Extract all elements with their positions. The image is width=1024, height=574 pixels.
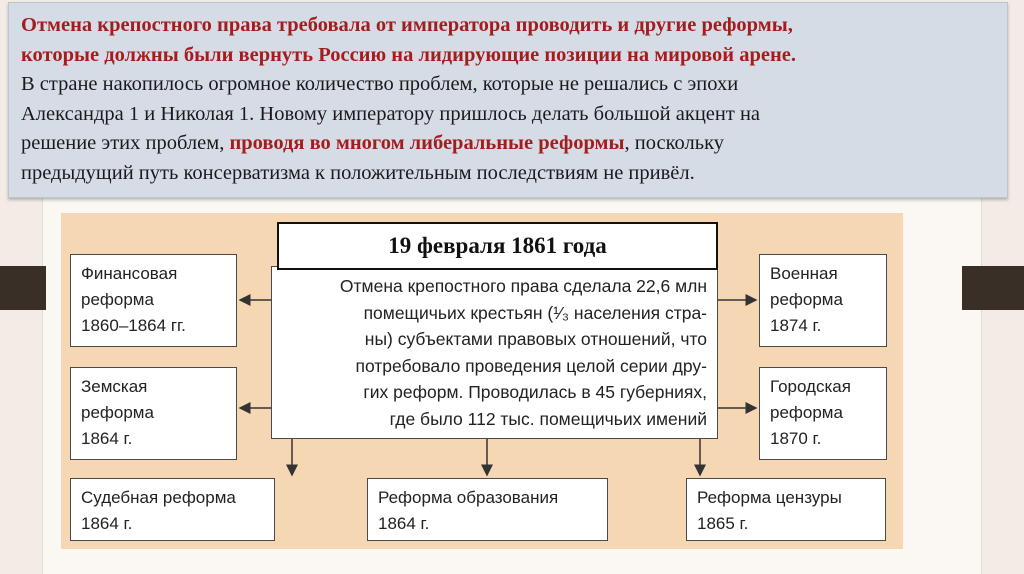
box-line: реформа (770, 403, 843, 422)
box-line: 1865 г. (697, 514, 749, 533)
box-line: 1864 г. (81, 429, 133, 448)
box-line: Городская (770, 377, 851, 396)
box-line: 1860–1864 гг. (81, 316, 186, 335)
text-line-5a: решение этих проблем, (21, 132, 230, 154)
box-line: Реформа образования (378, 488, 559, 507)
box-line: 1874 г. (770, 316, 822, 335)
military-reform-box: Военная реформа 1874 г. (759, 254, 887, 347)
center-line: потребовало проведения целой серии дру- (355, 355, 707, 376)
box-line: реформа (81, 290, 154, 309)
center-line: где было 112 тыс. помещичьих имений (389, 408, 707, 429)
center-line: ны) субъектами правовых отношений, что (364, 329, 707, 349)
text-line-6: предыдущий путь консерватизма к положите… (21, 161, 695, 184)
judicial-reform-box: Судебная реформа 1864 г. (70, 478, 275, 541)
city-reform-box: Городская реформа 1870 г. (759, 367, 887, 460)
intro-text-panel: Отмена крепостного права требовала от им… (8, 2, 1008, 198)
box-line: Реформа цензуры (697, 488, 842, 507)
box-line: Финансовая (81, 264, 178, 283)
center-description-box: Отмена крепостного права сделала 22,6 мл… (271, 266, 718, 439)
text-line-3: В стране накопилось огромное количество … (21, 73, 739, 95)
box-line: 1864 г. (81, 514, 133, 533)
left-dark-band (0, 266, 46, 310)
heading-line-2: которые должны были вернуть Россию на ли… (21, 43, 797, 66)
box-line: 1870 г. (770, 429, 822, 448)
right-dark-band (962, 266, 1024, 310)
center-title-box: 19 февраля 1861 года (277, 222, 718, 270)
box-line: Военная (770, 264, 838, 283)
center-line: помещичьих крестьян (¹⁄₃ населения стра- (363, 302, 707, 323)
text-line-4: Александра 1 и Николая 1. Новому императ… (21, 102, 761, 125)
heading-line-1: Отмена крепостного права требовала от им… (21, 14, 793, 36)
text-line-5c: , поскольку (624, 132, 724, 154)
financial-reform-box: Финансовая реформа 1860–1864 гг. (70, 254, 237, 347)
education-reform-box: Реформа образования 1864 г. (367, 478, 608, 541)
zemstvo-reform-box: Земская реформа 1864 г. (70, 367, 237, 460)
box-line: Земская (81, 377, 148, 396)
box-line: реформа (770, 290, 843, 309)
censorship-reform-box: Реформа цензуры 1865 г. (686, 478, 886, 541)
text-line-5-highlight: проводя во многом либеральные реформы (229, 132, 625, 154)
center-line: Отмена крепостного права сделала 22,6 мл… (339, 276, 707, 296)
box-line: реформа (81, 403, 154, 422)
box-line: 1864 г. (378, 514, 430, 533)
box-line: Судебная реформа (81, 488, 236, 507)
center-line: гих реформ. Проводилась в 45 губерниях, (363, 382, 707, 402)
intro-paragraph: Отмена крепостного права требовала от им… (21, 11, 997, 188)
